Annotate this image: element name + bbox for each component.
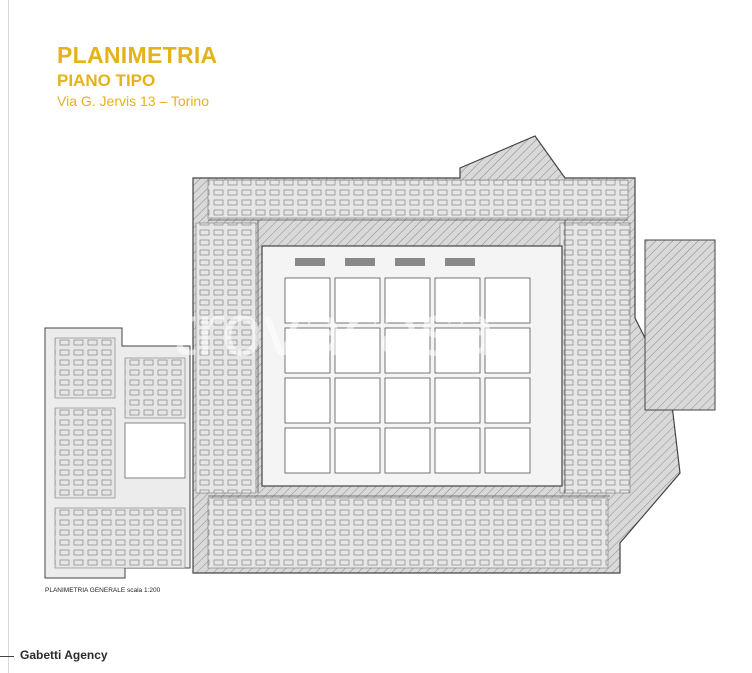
- floor-plan: PLANIMETRIA GENERALE scala 1:200: [44, 135, 716, 594]
- footer-rule: [0, 656, 14, 657]
- plan-caption: PLANIMETRIA GENERALE scala 1:200: [45, 587, 161, 594]
- west-annex: [44, 327, 191, 579]
- address-line: Via G. Jervis 13 – Torino: [57, 93, 210, 109]
- agency-name: Gabetti Agency: [20, 648, 108, 662]
- left-border-rule: [8, 0, 9, 673]
- page-title: PLANIMETRIA: [57, 42, 218, 68]
- page-subtitle: PIANO TIPO: [57, 71, 156, 90]
- central-courtyard: [261, 245, 563, 487]
- east-wing: [644, 239, 716, 411]
- interior-walls: [208, 219, 628, 497]
